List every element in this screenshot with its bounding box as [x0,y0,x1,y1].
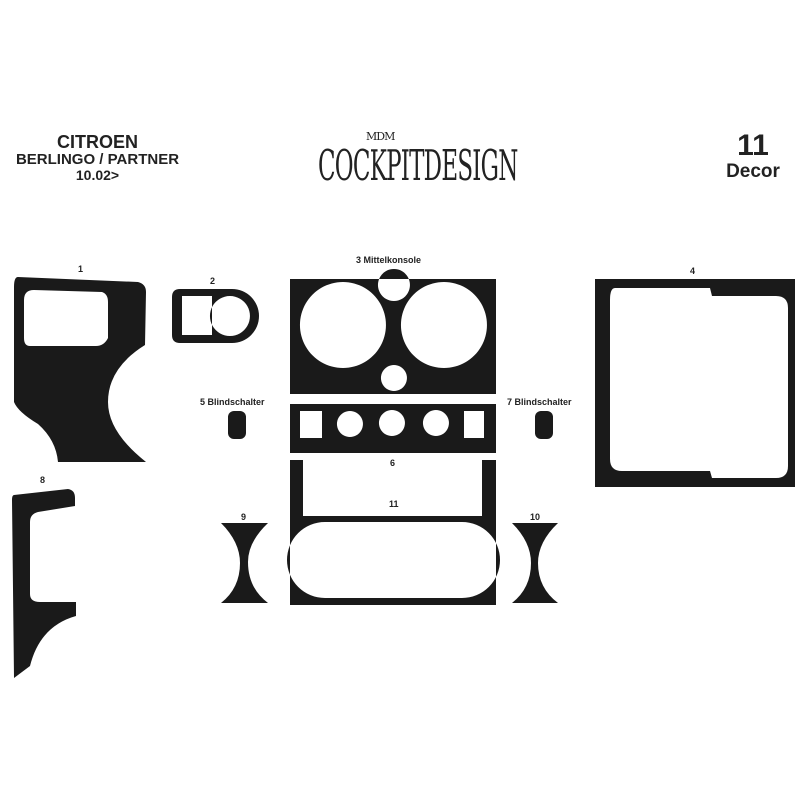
logo-mark: MDM [366,130,395,143]
part-9-side-trim [221,523,268,603]
brand-name: CITROEN [57,132,138,152]
logo-wordmark: COCKPITDESIGN [318,142,518,191]
label-part-6: 6 [390,458,396,468]
part-10-side-trim [512,523,558,603]
part-count-type: Decor [726,160,780,182]
part-1-left-panel [14,277,146,462]
part-4-right-frame [595,279,795,487]
part-6-switch-panel [290,404,496,453]
part-3-center-console [290,269,496,394]
label-part-11: 11 [389,499,399,509]
part-count-number: 11 [737,129,769,162]
part-5-blank-switch [228,411,246,439]
part-8-lower-left-panel [12,489,76,678]
part-11-lower-console [287,460,500,605]
part-count: 11 Decor [718,130,788,181]
label-part-3: 3 Mittelkonsole [356,255,422,265]
label-part-7: 7 Blindschalter [507,397,572,407]
label-part-8: 8 [40,475,46,485]
model-name: BERLINGO / PARTNER [15,150,180,168]
model-year: 10.02> [75,166,120,183]
label-part-2: 2 [210,276,216,286]
label-part-5: 5 Blindschalter [200,397,265,407]
part-7-blank-switch [535,411,553,439]
part-2-vent-surround [172,289,259,343]
label-part-4: 4 [690,266,696,276]
vehicle-title: CITROEN BERLINGO / PARTNER 10.02> [0,133,195,182]
label-part-10: 10 [530,512,541,522]
label-part-9: 9 [241,512,247,522]
label-part-1: 1 [78,264,84,274]
cockpit-design-logo: MDM COCKPITDESIGN [318,128,518,203]
